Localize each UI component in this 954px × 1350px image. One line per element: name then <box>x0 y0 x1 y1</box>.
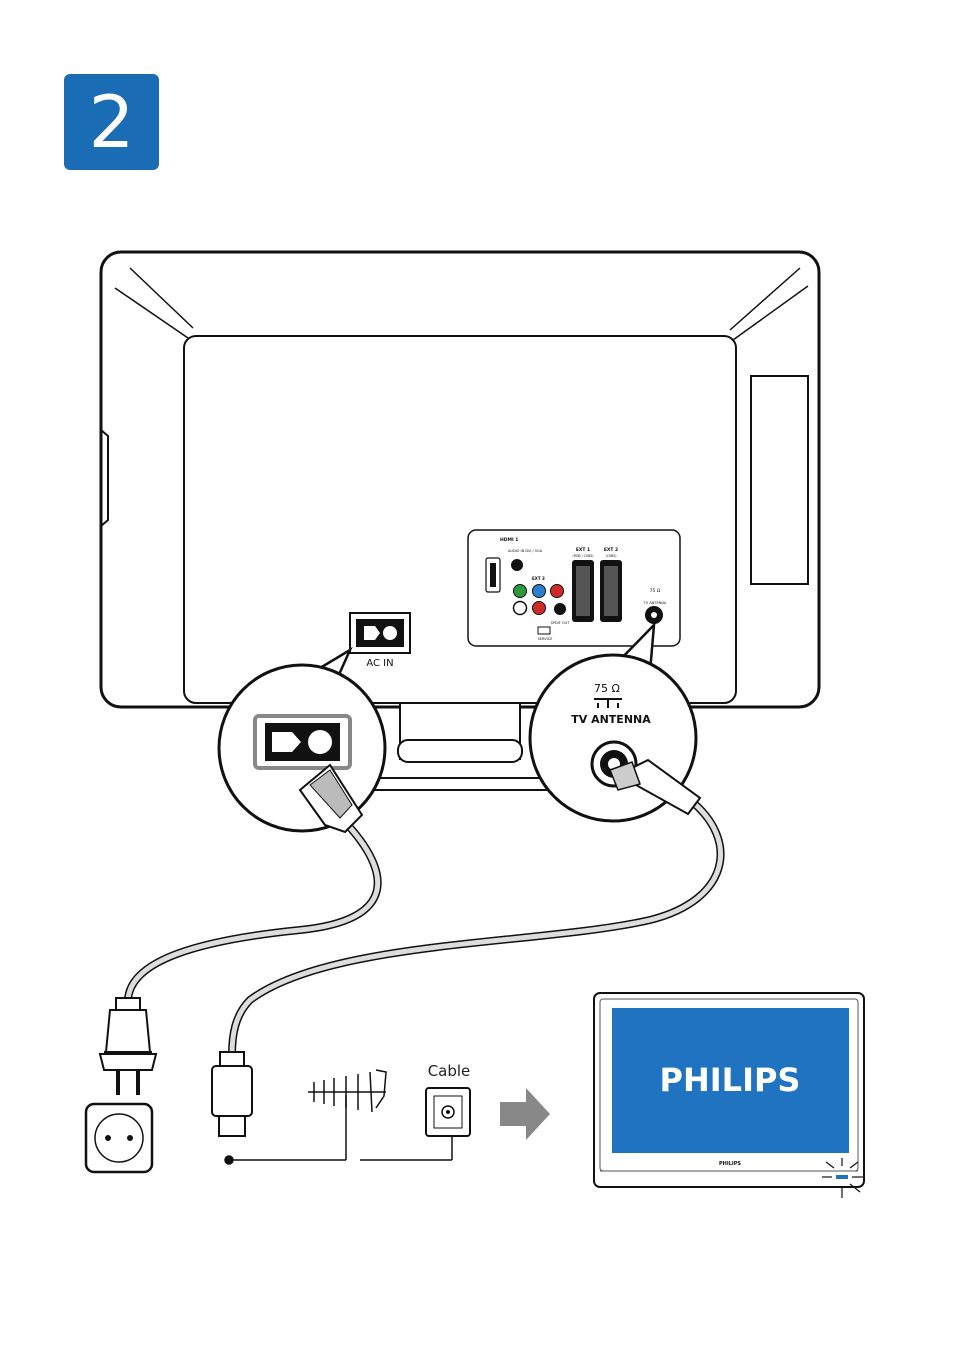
panel-ext2-sub-label: (CVBS) <box>605 554 616 558</box>
cable-label: Cable <box>428 1062 471 1080</box>
panel-ohm-label: 75 Ω <box>650 588 661 594</box>
cable-outlet-icon: Cable <box>425 1062 471 1137</box>
panel-service-label: SERVICE <box>538 637 553 641</box>
step-number-badge: 2 <box>64 74 159 170</box>
tv-screen-brand: PHILIPS <box>660 1061 801 1099</box>
panel-ext1-label: EXT 1 <box>576 547 590 553</box>
tv-stand <box>347 702 573 791</box>
tv-bezel-brand: PHILIPS <box>719 1161 741 1167</box>
tv-back <box>99 250 821 709</box>
power-socket-icon <box>84 1102 154 1174</box>
antenna-cable <box>228 758 725 1059</box>
panel-spdif-label: SPDIF OUT <box>551 621 571 625</box>
callout-ohm-label: 75 Ω <box>594 682 620 695</box>
panel-hdmi-label: HDMI 1 <box>500 537 518 543</box>
signal-line <box>224 1095 453 1165</box>
ac-in-label: AC IN <box>366 658 393 669</box>
coax-connector <box>211 1051 253 1137</box>
panel-antenna-label: TV ANTENNA <box>643 601 667 605</box>
power-plug <box>98 997 158 1095</box>
arrow-right-icon <box>500 1088 550 1140</box>
callout-antenna-label: TV ANTENNA <box>571 713 651 726</box>
front-tv: PHILIPS PHILIPS <box>593 992 865 1188</box>
ac-in-socket: AC IN <box>349 612 411 669</box>
panel-ext3-label: EXT 3 <box>532 576 545 581</box>
panel-hdmi-sub-label: AUDIO IN DVI / VGA <box>508 549 543 553</box>
antenna-icon <box>308 1069 387 1113</box>
led-blink-icon <box>822 1158 864 1198</box>
connector-panel: HDMI 1 AUDIO IN DVI / VGA EXT 3 SPDIF OU… <box>467 529 681 647</box>
power-cable <box>124 763 382 1004</box>
panel-ext2-label: EXT 2 <box>604 547 618 553</box>
panel-ext1-sub-label: (RGB / CVBS) <box>572 554 593 558</box>
tv-screen <box>612 1008 849 1153</box>
